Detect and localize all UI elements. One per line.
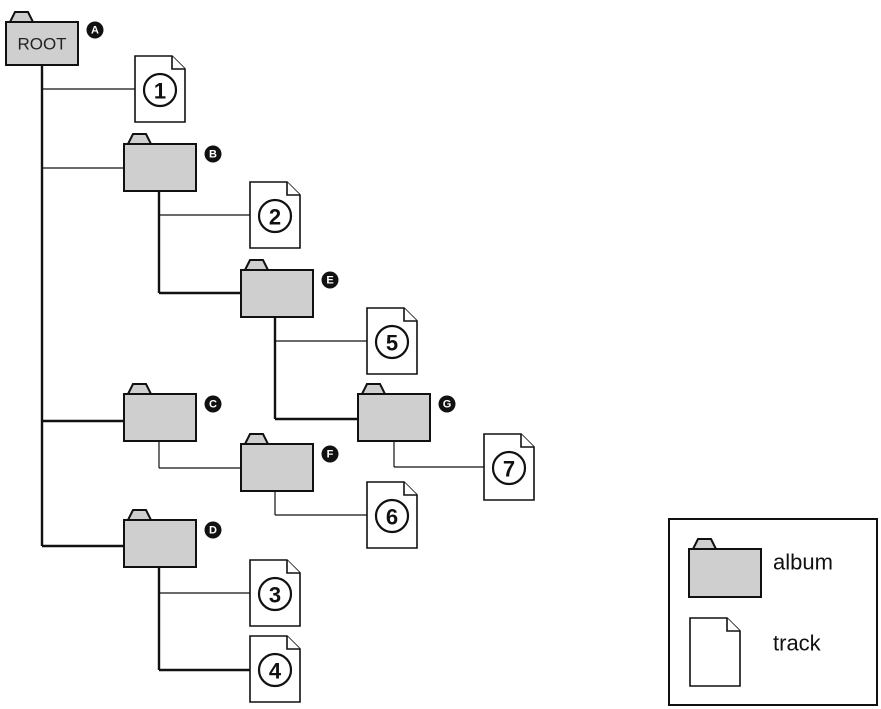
legend-track-icon xyxy=(689,617,741,687)
tree-connectors xyxy=(40,66,484,672)
track-number: 4 xyxy=(269,659,282,684)
album-badge: F xyxy=(321,445,339,463)
album-badge: G xyxy=(438,395,456,413)
album-g xyxy=(357,383,431,442)
folder-body xyxy=(5,21,79,66)
folder-tab xyxy=(126,383,153,395)
album-badge: A xyxy=(86,21,104,39)
legend: album track xyxy=(668,518,878,706)
track-number: 7 xyxy=(503,457,515,482)
tree-nodes: ROOT A B C D E F G 1 2 3 4 5 6 7 xyxy=(5,11,535,703)
track-number-circle xyxy=(142,72,178,108)
track-number: 6 xyxy=(386,505,398,530)
album-badge: E xyxy=(321,271,339,289)
folder-body xyxy=(357,393,431,442)
album-badge-letter: F xyxy=(327,449,334,461)
album-badge-letter: D xyxy=(209,525,217,537)
track-number-circle xyxy=(257,576,293,612)
track-number-circle xyxy=(374,498,410,534)
root-label: ROOT xyxy=(17,35,66,54)
album-f xyxy=(240,433,314,492)
track-number-circle xyxy=(491,450,527,486)
track-icon: 3 xyxy=(249,559,301,627)
track-number: 2 xyxy=(269,205,281,230)
album-b xyxy=(123,133,197,192)
album-badge-letter: G xyxy=(443,399,452,411)
track-icon: 4 xyxy=(249,635,301,703)
track-number-circle xyxy=(257,652,293,688)
folder-tab xyxy=(360,383,387,395)
folder-tab xyxy=(691,538,718,550)
album-badge-letter: C xyxy=(209,399,217,411)
folder-body xyxy=(123,143,197,192)
folder-tab xyxy=(243,433,270,445)
track-icon: 5 xyxy=(366,307,418,375)
folder-tab xyxy=(126,133,153,145)
track-icon: 1 xyxy=(134,55,186,123)
legend-album-label: album xyxy=(773,550,833,575)
folder-body xyxy=(688,548,762,598)
track-number: 5 xyxy=(386,331,398,356)
track-icon: 7 xyxy=(483,433,535,501)
folder-tab xyxy=(126,509,153,521)
album-badge: C xyxy=(204,395,222,413)
folder-body xyxy=(123,393,197,442)
album-c xyxy=(123,383,197,442)
folder-body xyxy=(123,519,197,568)
legend-track-label: track xyxy=(773,631,822,656)
folder-body xyxy=(240,443,314,492)
track-number-circle xyxy=(257,198,293,234)
album-badge-letter: B xyxy=(209,149,217,161)
track-number-circle xyxy=(374,324,410,360)
track-icon: 2 xyxy=(249,181,301,249)
folder-body xyxy=(240,269,314,318)
album-badge-letter: E xyxy=(326,275,333,287)
track-icon: 6 xyxy=(366,481,418,549)
folder-tab xyxy=(243,259,270,271)
album-badge-letter: A xyxy=(91,25,99,37)
album-badge: B xyxy=(204,145,222,163)
album-e xyxy=(240,259,314,318)
track-number: 3 xyxy=(269,583,281,608)
track-number: 1 xyxy=(154,79,166,104)
album-badge: D xyxy=(204,521,222,539)
root-album: ROOT xyxy=(5,11,79,66)
album-d xyxy=(123,509,197,568)
legend-album-icon xyxy=(688,538,762,598)
folder-tab xyxy=(8,11,35,23)
